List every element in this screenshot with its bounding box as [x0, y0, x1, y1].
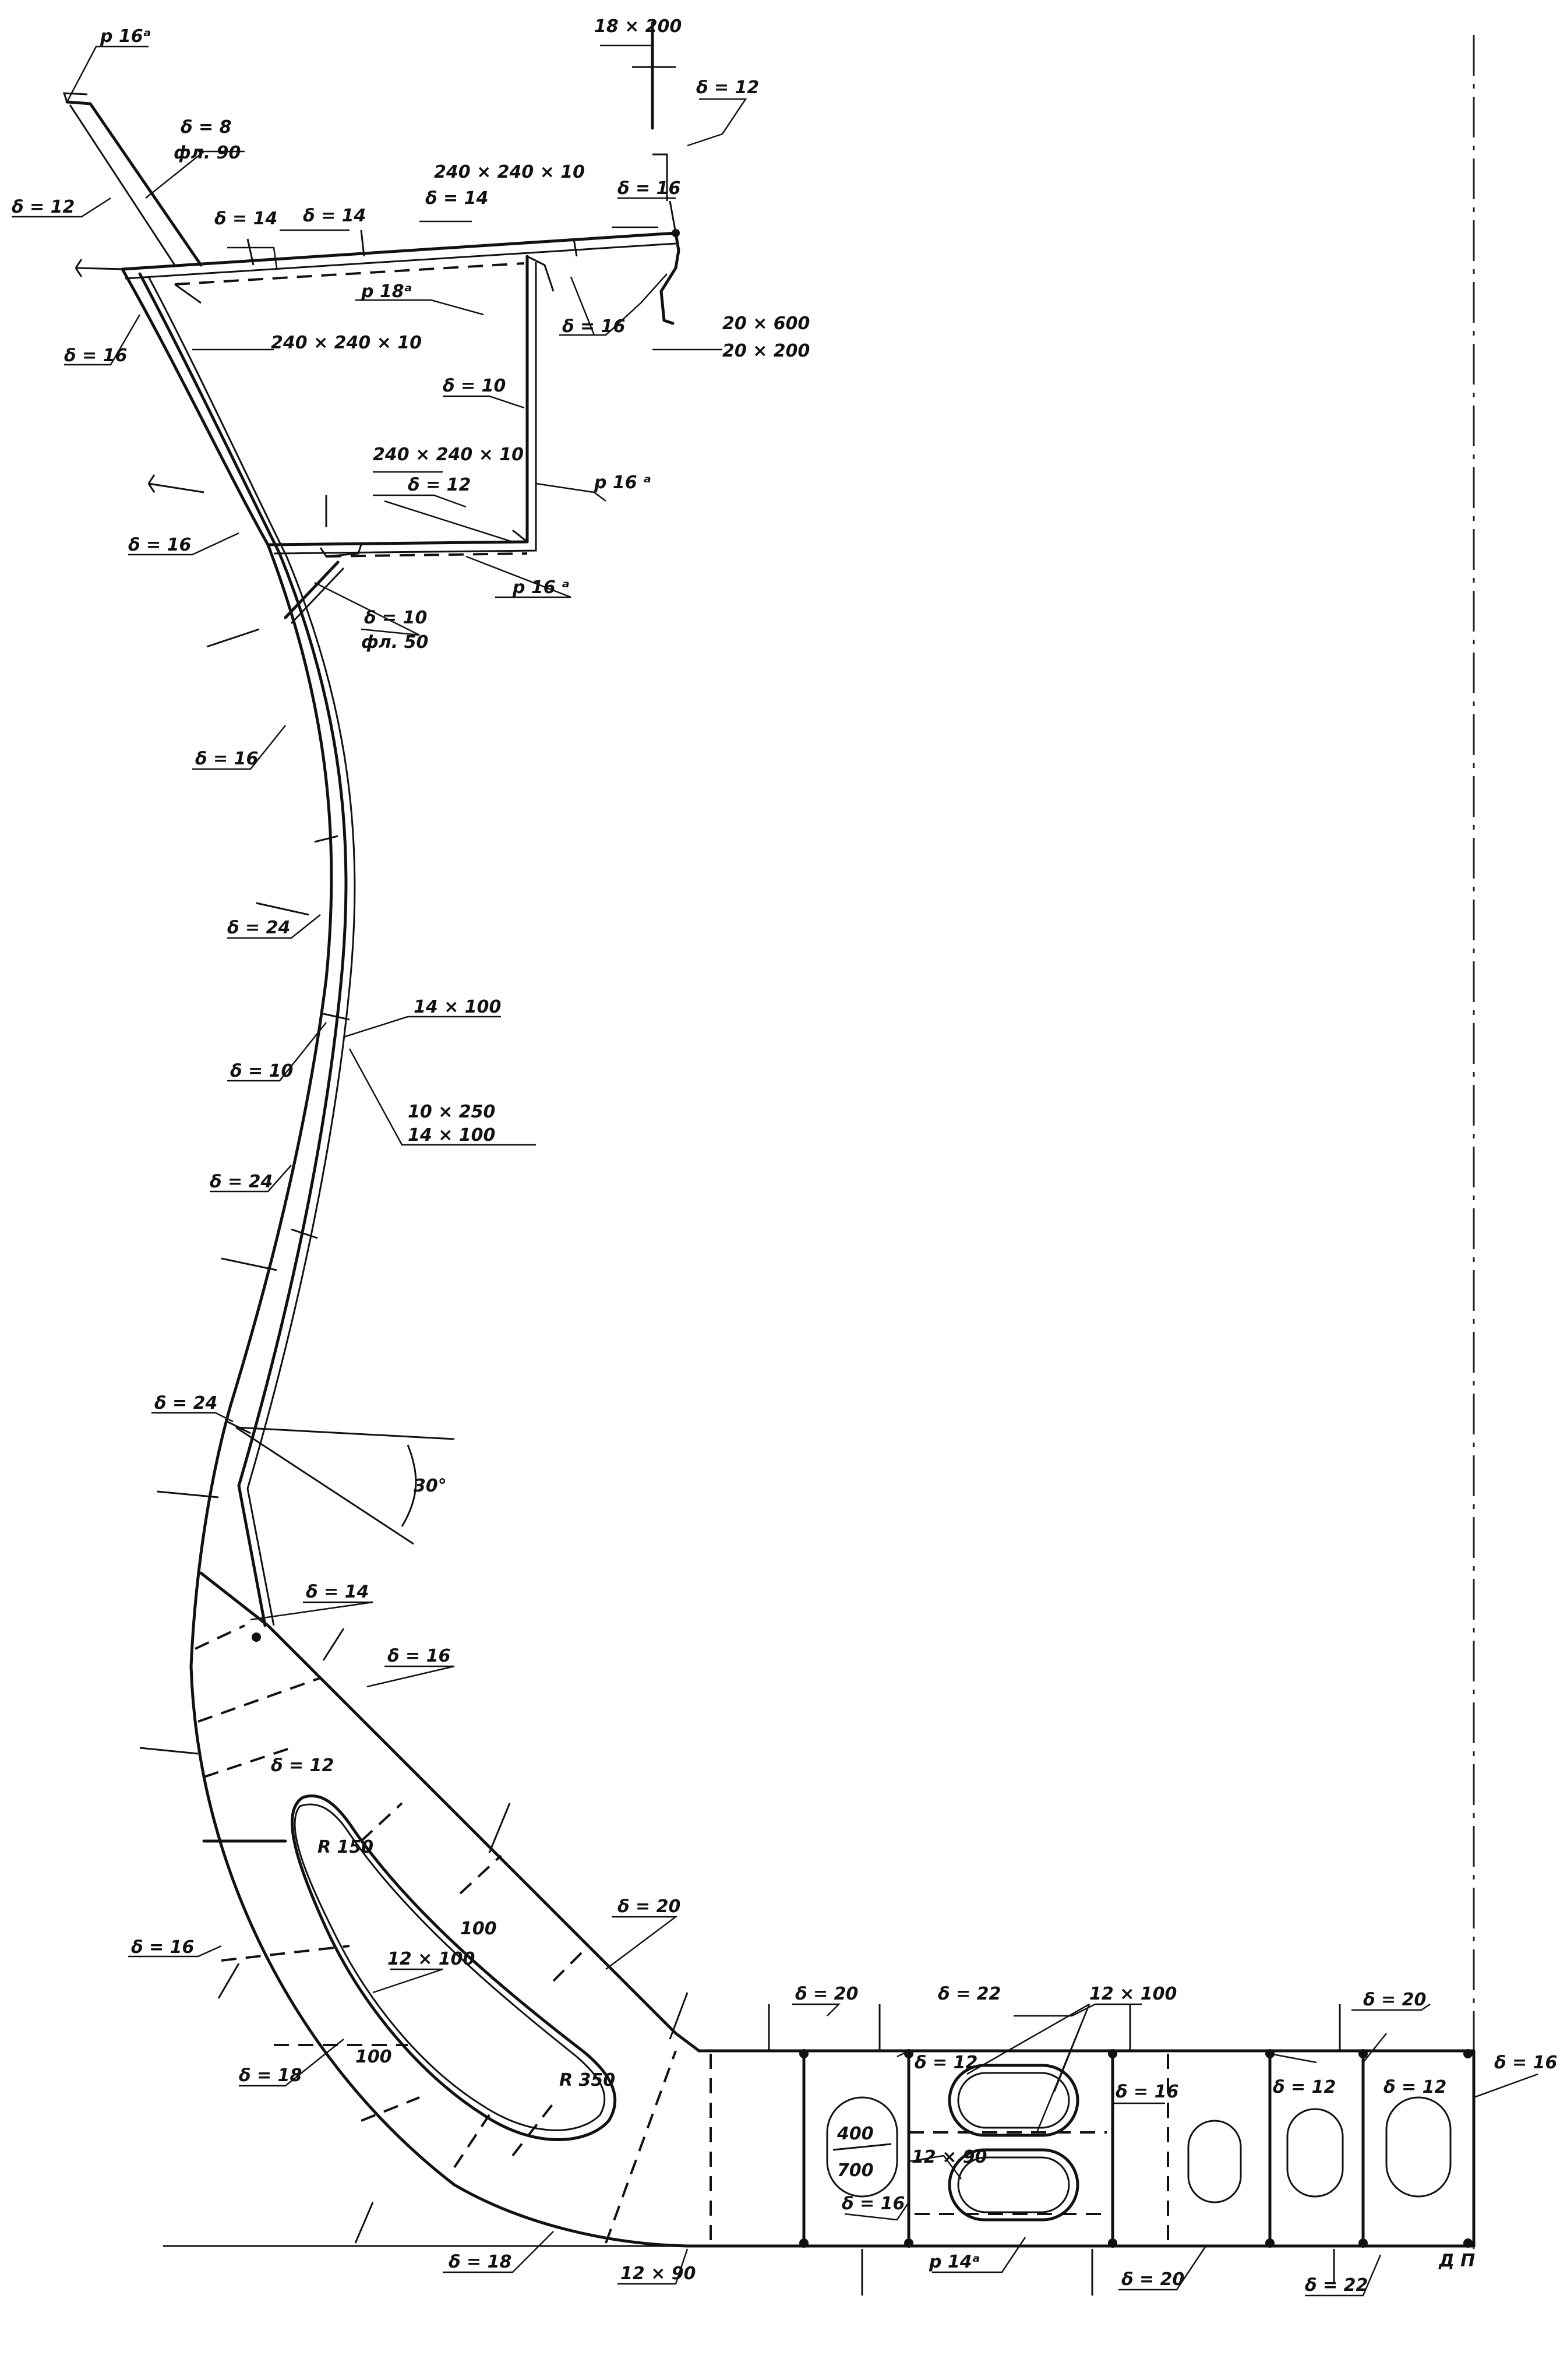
- label-d16-keel: δ = 16: [1494, 2053, 1557, 2073]
- label-fl90: фл. 90: [174, 143, 241, 163]
- label-30deg: 30°: [414, 1476, 447, 1496]
- label-d12-bracket: δ = 12: [271, 1755, 334, 1776]
- label-d20-bottom: δ = 20: [1121, 2269, 1184, 2290]
- label-d16-e: δ = 16: [131, 1937, 194, 1958]
- label-p16a-bottom: р 16 ᵃ: [512, 577, 570, 598]
- label-dp: Д П: [1438, 2251, 1475, 2271]
- weld-marks: [252, 229, 1473, 2248]
- label-d12-a: δ = 12: [915, 2053, 977, 2073]
- label-hole-400: 400: [837, 2124, 874, 2144]
- label-d24-c: δ = 24: [154, 1393, 217, 1413]
- label-d12-mid: δ = 12: [408, 475, 471, 495]
- label-d20-floor: δ = 20: [795, 1984, 858, 2004]
- label-d12-left: δ = 12: [12, 197, 75, 217]
- label-d16-g: δ = 16: [842, 2194, 905, 2214]
- label-14x100-b: 14 × 100: [408, 1125, 495, 1145]
- label-12x90-a: 12 × 90: [620, 2263, 696, 2284]
- label-d16-b: δ = 16: [562, 316, 625, 337]
- label-100-b: 100: [355, 2047, 392, 2067]
- label-r150: R 150: [317, 1837, 373, 1857]
- label-d16-c: δ = 16: [128, 535, 191, 555]
- label-d12-c: δ = 12: [1383, 2077, 1446, 2097]
- label-20x600: 20 × 600: [722, 313, 810, 334]
- label-d18-a: δ = 18: [239, 2065, 302, 2086]
- label-d12-top: δ = 12: [696, 77, 759, 98]
- side-shell: [121, 267, 689, 2248]
- side-girder-bracket: [632, 22, 677, 234]
- upper-deck: [121, 231, 680, 325]
- label-d22-bottom: δ = 22: [1305, 2275, 1368, 2296]
- label-d18-b: δ = 18: [449, 2252, 511, 2272]
- outer-bottom: [163, 2049, 1476, 2248]
- leader-lines: [12, 44, 1538, 2297]
- label-12x100-a: 12 × 100: [387, 1949, 475, 1969]
- label-d14-a: δ = 14: [214, 209, 277, 229]
- label-12x90-b: 12 × 90: [912, 2147, 987, 2167]
- label-d10-fl50: δ = 10: [364, 608, 427, 628]
- label-d14-b: δ = 14: [303, 206, 366, 226]
- label-angle-240-top: 240 × 240 × 10: [434, 162, 585, 182]
- label-20x200: 20 × 200: [722, 341, 810, 361]
- bracket-fl50: [284, 560, 345, 625]
- label-10x250: 10 × 250: [408, 1102, 495, 1122]
- label-d24-b: δ = 24: [210, 1172, 273, 1192]
- weld-symbols: [75, 230, 1341, 2296]
- bilge-bracket: [195, 1571, 701, 2244]
- label-12x100-b: 12 × 100: [1089, 1984, 1177, 2004]
- label-d12-b: δ = 12: [1273, 2077, 1336, 2097]
- label-d16-f: δ = 16: [1116, 2082, 1178, 2102]
- label-p16a-top: р 16ᵃ: [100, 26, 151, 47]
- angle-30-annotation: [235, 1426, 455, 1545]
- deck-box-girder: [174, 255, 537, 558]
- label-fl50: фл. 50: [361, 632, 428, 653]
- label-d24-a: δ = 24: [227, 918, 290, 938]
- label-r350: R 350: [559, 2070, 615, 2090]
- label-d20-right: δ = 20: [1363, 1990, 1426, 2010]
- label-hole-700: 700: [837, 2160, 874, 2181]
- label-d16-bilge: δ = 16: [387, 1646, 450, 1666]
- floor-lightening-holes: [826, 2064, 1452, 2222]
- label-100-a: 100: [460, 1919, 497, 1939]
- label-d16-a: δ = 16: [64, 345, 127, 366]
- bracket-lightening-hole: [291, 1794, 617, 2141]
- label-p18a: р 18ᵃ: [361, 281, 412, 302]
- label-d20-bracket: δ = 20: [617, 1896, 680, 1917]
- label-d14-bilge: δ = 14: [306, 1582, 369, 1602]
- label-angle-240-left: 240 × 240 × 10: [271, 333, 422, 353]
- label-d8: δ = 8: [181, 117, 232, 137]
- label-18x200: 18 × 200: [594, 16, 682, 37]
- label-d10-box: δ = 10: [443, 376, 506, 396]
- label-d16-deck: δ = 16: [617, 178, 680, 199]
- label-d10-side: δ = 10: [230, 1061, 293, 1081]
- floor-stiffeners: [710, 2049, 1365, 2248]
- label-angle-240-mid: 240 × 240 × 10: [373, 445, 524, 465]
- annotation-labels: р 16ᵃ δ = 8 фл. 90 δ = 12 δ = 14 δ = 14 …: [12, 16, 1557, 2296]
- label-d22-floor: δ = 22: [938, 1984, 1001, 2004]
- label-p14a: р 14ᵃ: [929, 2252, 980, 2272]
- side-frame: [138, 272, 356, 1627]
- label-d16-d: δ = 16: [195, 749, 258, 769]
- label-14x100: 14 × 100: [414, 997, 501, 1017]
- bulwark: [62, 92, 203, 267]
- label-d14-c: δ = 14: [425, 188, 488, 209]
- label-p16a-right: р 16 ᵃ: [594, 473, 651, 493]
